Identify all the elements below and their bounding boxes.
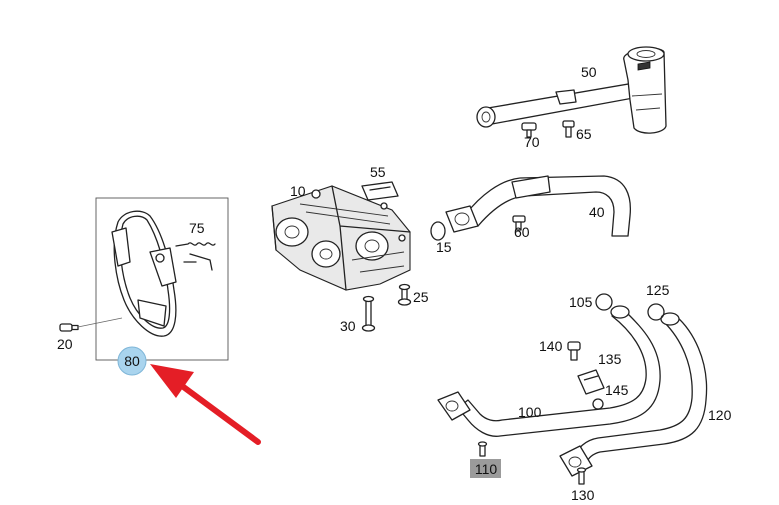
- label-55: 55: [370, 164, 386, 180]
- part-20-leader-line: [77, 317, 123, 328]
- label-25: 25: [413, 289, 429, 305]
- part-130-bolt[interactable]: [576, 467, 587, 485]
- label-20: 20: [57, 336, 73, 352]
- label-40: 40: [589, 204, 605, 220]
- part-140-bolt[interactable]: [567, 341, 581, 361]
- label-75: 75: [189, 220, 205, 236]
- part-145-nut[interactable]: [592, 398, 604, 410]
- callout-110-box[interactable]: [470, 459, 501, 478]
- label-50: 50: [581, 64, 597, 80]
- label-135: 135: [598, 351, 622, 367]
- label-120: 120: [708, 407, 732, 423]
- label-140: 140: [539, 338, 563, 354]
- part-105-o-ring[interactable]: [595, 293, 613, 311]
- part-80-kit-frame: [95, 197, 229, 361]
- part-135-clamp[interactable]: [577, 369, 605, 395]
- label-70: 70: [524, 134, 540, 150]
- part-25-bolt[interactable]: [397, 283, 412, 306]
- part-125-o-ring[interactable]: [647, 303, 665, 321]
- part-60-bolt[interactable]: [512, 215, 526, 231]
- label-30: 30: [340, 318, 356, 334]
- part-10-oil-pump[interactable]: [271, 185, 411, 291]
- part-70-bolt[interactable]: [521, 122, 537, 138]
- label-65: 65: [576, 126, 592, 142]
- part-65-bolt[interactable]: [562, 120, 575, 138]
- part-100-oil-pipe[interactable]: [437, 305, 661, 437]
- pointer-arrow: [150, 364, 261, 445]
- part-80-chain-assembly[interactable]: [111, 210, 177, 337]
- label-100: 100: [518, 404, 542, 420]
- part-75-tensioner-spring[interactable]: [175, 242, 216, 271]
- part-20-bolt[interactable]: [59, 323, 79, 332]
- label-105: 105: [569, 294, 593, 310]
- label-145: 145: [605, 382, 629, 398]
- label-10: 10: [290, 183, 306, 199]
- label-60: 60: [514, 224, 530, 240]
- label-80: 80: [124, 353, 140, 369]
- label-15: 15: [436, 239, 452, 255]
- part-55-gasket[interactable]: [361, 181, 399, 201]
- part-30-bolt[interactable]: [361, 295, 376, 332]
- label-125: 125: [646, 282, 670, 298]
- label-130: 130: [571, 487, 595, 503]
- part-50-oil-pipe[interactable]: [476, 46, 667, 134]
- callout-80-circle[interactable]: [117, 346, 147, 376]
- part-110-bolt[interactable]: [477, 441, 488, 457]
- label-110: 110: [475, 461, 498, 477]
- part-40-oil-pipe[interactable]: [445, 175, 632, 237]
- part-15-o-ring[interactable]: [430, 221, 446, 241]
